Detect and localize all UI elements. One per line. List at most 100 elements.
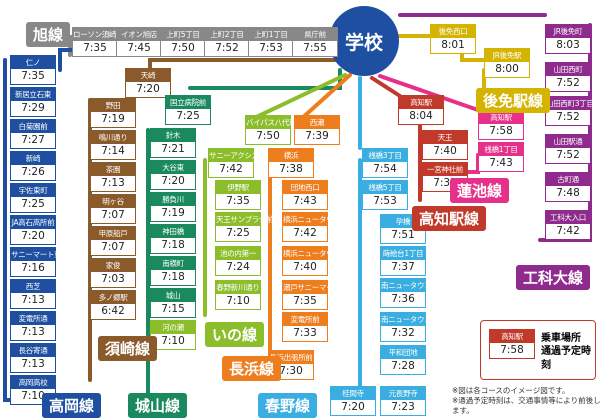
stop-time: 7:16 [21,262,45,274]
stop-time: 7:25 [176,110,200,122]
stop-time: 7:36 [391,293,415,305]
stop-name: 桂間寺 [331,387,375,400]
stop-time: 7:58 [489,125,513,137]
stop-time: 7:42 [219,163,243,175]
stop-time: 7:37 [391,261,415,273]
stop-name: 国立病院前 [166,96,210,109]
ino-route-line [203,73,347,317]
stop-time: 7:10 [161,335,185,347]
stop-time: 8:00 [495,63,519,75]
stop-time: 7:45 [127,42,151,54]
stop-name: 元長野寺 [381,387,425,400]
gomen-route-label: 後免駅線 [476,88,551,113]
stop-name: イオン旭店 [117,28,161,41]
stop-name: 変電所前 [283,313,327,326]
stop-time: 7:53 [373,195,397,207]
stop-time: 7:35 [83,42,107,54]
note-1: ※図は各コースのイメージ図です。 [452,386,570,395]
stop-time: 7:10 [21,390,45,402]
stop-name: 古町通 [546,173,590,186]
stop-name: 山田駅通 [546,135,590,148]
stop-time: 7:07 [101,209,125,221]
stop-name: 鳴川通り [91,131,135,144]
stop-name: 仁ノ [11,56,55,69]
stop-time: 7:39 [305,130,329,142]
legend-box: 高知駅 7:58 乗車場所 通過予定時刻 [480,320,596,380]
stop-time: 7:50 [171,42,195,54]
stop-time: 7:13 [21,358,45,370]
stop-name: 山田西町 [546,63,590,76]
legend-label-time: 通過予定時刻 [541,346,591,371]
stop-name: 甲原船戸 [91,227,135,240]
stop-time: 7:35 [226,195,250,207]
stop-time: 7:52 [215,42,239,54]
stop-name: 南ニュータウン1丁目 [381,313,451,326]
stop-name: 上町5丁目 [161,28,205,41]
stop-name: 団地西口 [283,181,327,194]
stop-time: 7:40 [293,261,317,273]
stop-name: 山田西町3丁目 [546,97,594,110]
stop-time: 7:33 [293,327,317,339]
stop-name: 新崎 [11,152,55,165]
stop-time: 7:32 [391,327,415,339]
koka-route-label: 工科大線 [516,265,591,290]
stop-time: 7:40 [433,145,457,157]
stop-name: 蒔絵台1丁目 [381,247,425,260]
school-destination-circle: 学校 [329,6,399,76]
stop-name: 天崎 [126,69,170,82]
stop-time: 7:54 [373,163,397,175]
stop-time: 7:20 [161,175,185,187]
stop-name: 横浜ニュータウン東一 [283,247,355,260]
stop-name: 西芝 [11,280,55,293]
stop-time: 7:27 [21,134,45,146]
stop-time: 7:13 [21,294,45,306]
shiroyama-route-label: 城山線 [128,393,188,418]
stop-time: 8:03 [556,39,580,51]
stop-time: 7:55 [303,42,327,54]
stop-time: 7:52 [556,111,580,123]
stop-name: 神田橋 [151,225,195,238]
stop-time: 7:35 [293,295,317,307]
stop-time: 7:07 [101,241,125,253]
takaoka-route-label: 高岡線 [42,393,102,418]
stop-name: 長谷寄通 [11,344,55,357]
stop-time: 7:14 [101,145,125,157]
legend-stop-name: 高知駅 [490,330,534,343]
stop-name: 県庁前 [293,28,337,41]
stop-time: 7:20 [341,401,365,413]
stop-name: 桟橋5丁目 [363,181,407,194]
stop-time: 7:29 [21,102,45,114]
stop-time: 7:26 [21,166,45,178]
